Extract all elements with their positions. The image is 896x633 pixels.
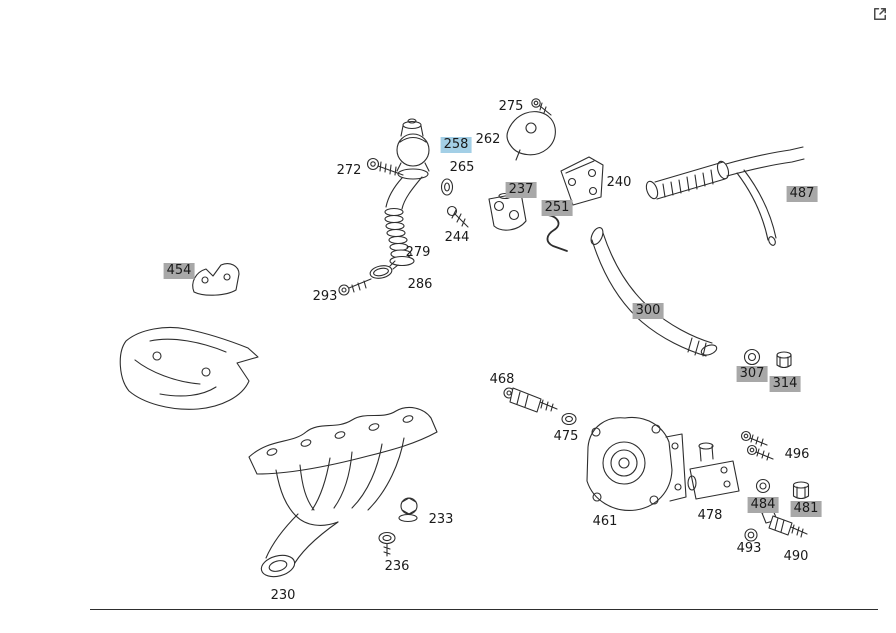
nut-233-drawing	[398, 497, 418, 523]
washer-265-drawing	[440, 178, 454, 196]
part-label-237[interactable]: 237	[505, 182, 537, 198]
footer-divider	[90, 609, 878, 610]
part-label-468[interactable]: 468	[489, 372, 515, 387]
bolts-496-drawing	[740, 430, 774, 461]
bolt-272-drawing	[366, 157, 404, 176]
part-label-478[interactable]: 478	[697, 508, 723, 523]
housing-461-drawing	[586, 416, 687, 511]
check-valve-assembly-drawing	[384, 118, 430, 267]
part-label-454[interactable]: 454	[163, 263, 195, 279]
part-label-493[interactable]: 493	[736, 541, 762, 556]
clamp-286-drawing	[369, 260, 399, 279]
part-label-244[interactable]: 244	[444, 230, 470, 245]
manifold-230-drawing	[248, 406, 438, 578]
part-label-481[interactable]: 481	[790, 501, 822, 517]
washer-475-drawing	[561, 412, 577, 426]
open-in-new-icon[interactable]	[871, 5, 889, 23]
bolt-244-drawing	[446, 205, 469, 228]
part-label-293[interactable]: 293	[312, 289, 338, 304]
sensor-468-drawing	[503, 387, 558, 413]
part-label-286[interactable]: 286	[407, 277, 433, 292]
part-label-265[interactable]: 265	[449, 160, 475, 175]
bracket-454-drawing	[192, 263, 240, 296]
heat-shield-drawing	[119, 326, 259, 410]
washer-307-drawing	[743, 348, 761, 366]
flange-237-drawing	[488, 192, 527, 231]
part-label-279[interactable]: 279	[405, 245, 431, 260]
part-label-496[interactable]: 496	[784, 447, 810, 462]
part-label-307[interactable]: 307	[736, 366, 768, 382]
part-label-251[interactable]: 251	[541, 200, 573, 216]
bracket-262-drawing	[506, 98, 556, 161]
part-label-272[interactable]: 272	[336, 163, 362, 178]
washer-493-drawing	[744, 528, 758, 542]
plug-314-drawing	[776, 351, 792, 369]
part-label-475[interactable]: 475	[553, 429, 579, 444]
part-label-300[interactable]: 300	[632, 303, 664, 319]
part-label-314[interactable]: 314	[769, 376, 801, 392]
seal-236-drawing	[378, 531, 396, 557]
part-label-275[interactable]: 275	[498, 99, 524, 114]
pipe-487-drawing	[645, 146, 805, 246]
part-label-230[interactable]: 230	[270, 588, 296, 603]
part-label-240[interactable]: 240	[606, 175, 632, 190]
part-label-262[interactable]: 262	[475, 132, 501, 147]
bolt-293-drawing	[338, 278, 372, 296]
part-label-233[interactable]: 233	[428, 512, 454, 527]
part-label-487[interactable]: 487	[786, 186, 818, 202]
part-label-490[interactable]: 490	[783, 549, 809, 564]
part-label-258[interactable]: 258	[440, 137, 472, 153]
plug-481-drawing	[792, 481, 810, 500]
bracket-240-drawing	[560, 156, 604, 206]
fitting-478-drawing	[687, 442, 740, 500]
part-label-461[interactable]: 461	[592, 514, 618, 529]
washer-484-drawing	[755, 478, 771, 494]
part-label-236[interactable]: 236	[384, 559, 410, 574]
part-label-484[interactable]: 484	[747, 497, 779, 513]
